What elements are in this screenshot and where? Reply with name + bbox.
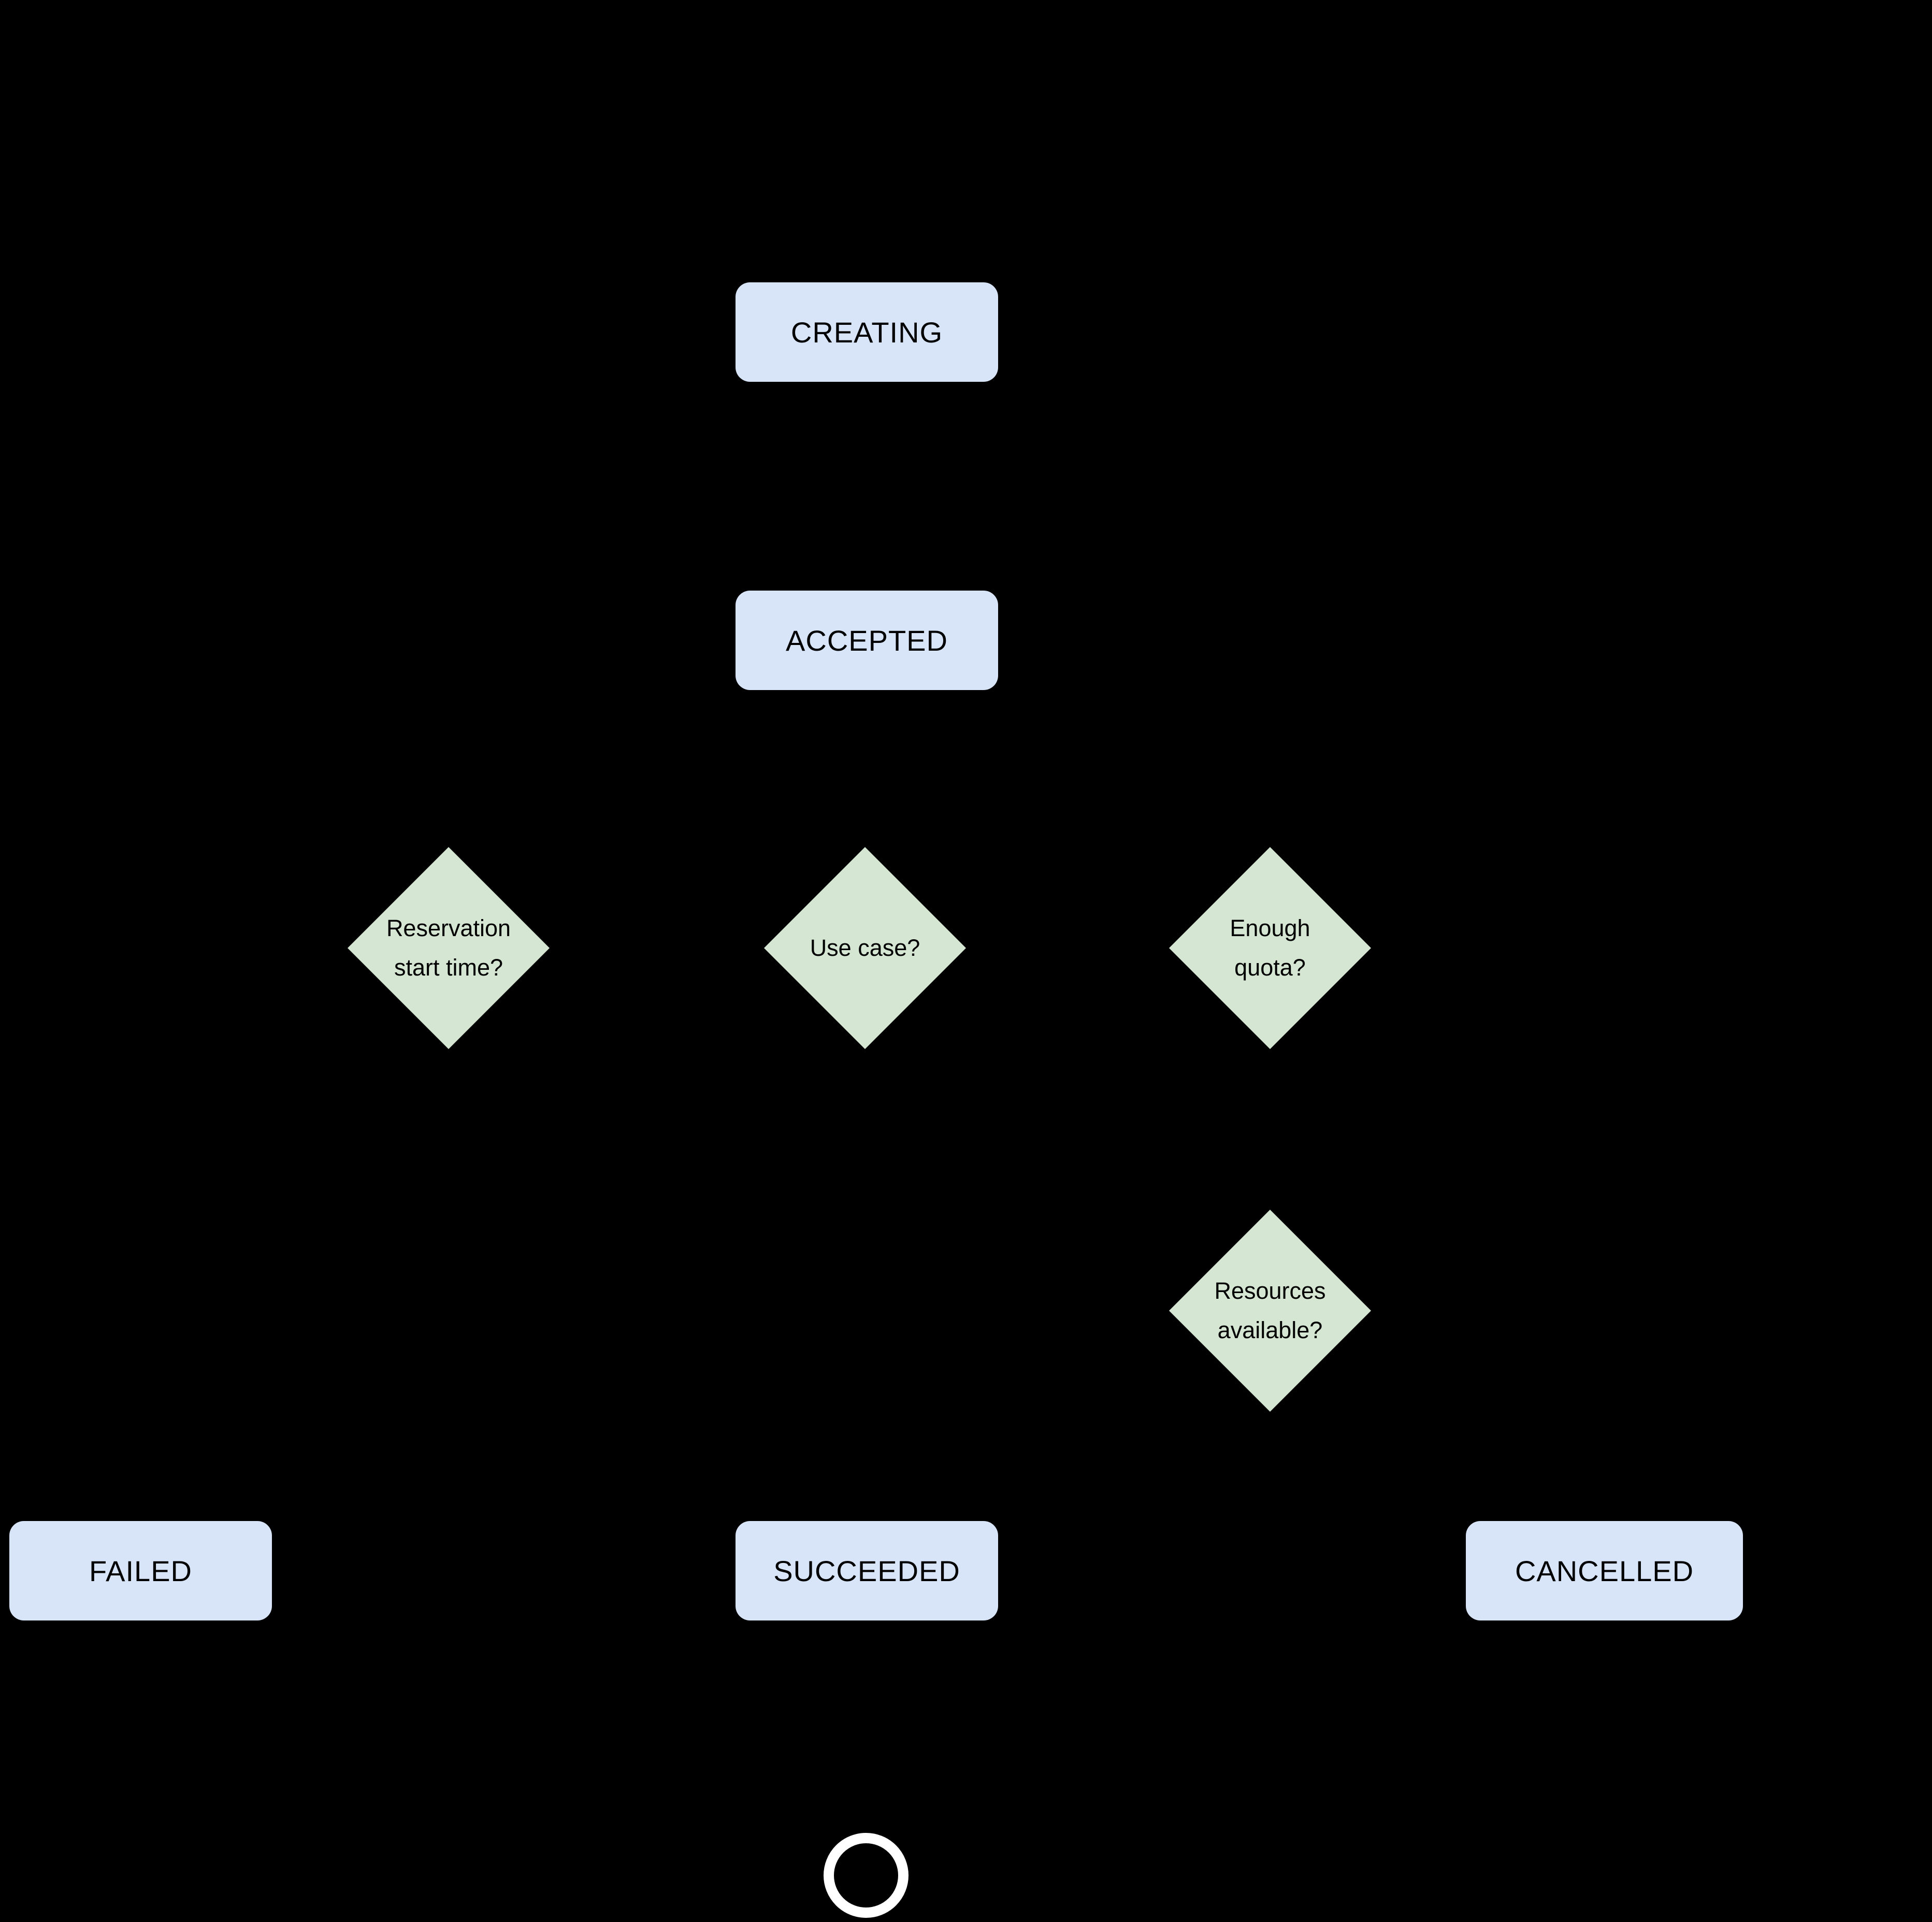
state-label-succeeded: SUCCEEDED [773, 1554, 960, 1587]
state-label-creating: CREATING [790, 315, 943, 349]
state-box-accepted: ACCEPTED [736, 591, 998, 690]
decision-enough-quota-line2: quota? [1234, 954, 1306, 981]
decision-resources-available-line1: Resources [1214, 1278, 1326, 1304]
decision-reservation-start-time-line2: start time? [394, 954, 503, 981]
state-label-accepted: ACCEPTED [786, 624, 948, 657]
decision-enough-quota-line1: Enough [1230, 915, 1310, 941]
state-box-creating: CREATING [736, 282, 998, 382]
decision-use-case: Use case? [764, 847, 966, 1049]
state-box-failed: FAILED [9, 1521, 272, 1620]
state-box-cancelled: CANCELLED [1466, 1521, 1743, 1620]
decision-resources-available: Resources available? [1169, 1210, 1371, 1412]
decision-resources-available-line2: available? [1217, 1317, 1323, 1343]
state-box-succeeded: SUCCEEDED [736, 1521, 998, 1620]
decision-use-case-line1: Use case? [810, 935, 920, 961]
state-label-cancelled: CANCELLED [1515, 1554, 1694, 1587]
final-state-icon [824, 1833, 909, 1918]
state-label-failed: FAILED [89, 1554, 192, 1587]
decision-enough-quota: Enough quota? [1169, 847, 1371, 1049]
decision-reservation-start-time: Reservation start time? [348, 847, 550, 1049]
decision-reservation-start-time-line1: Reservation [386, 915, 511, 941]
